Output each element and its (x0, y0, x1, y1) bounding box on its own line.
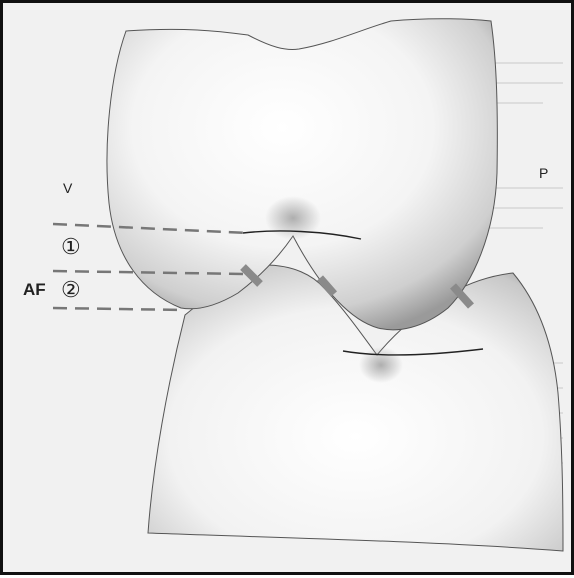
label-p: P (539, 165, 548, 181)
lower-fissure-shade (359, 347, 403, 383)
upper-fissure-shade (265, 196, 321, 240)
occlusion-diagram: V P ① ② AF (3, 3, 574, 578)
label-zone-2: ② (61, 277, 81, 302)
label-v: V (63, 180, 73, 196)
label-af: AF (23, 280, 46, 299)
label-zone-1: ① (61, 234, 81, 259)
reference-line-bottom (53, 308, 185, 310)
